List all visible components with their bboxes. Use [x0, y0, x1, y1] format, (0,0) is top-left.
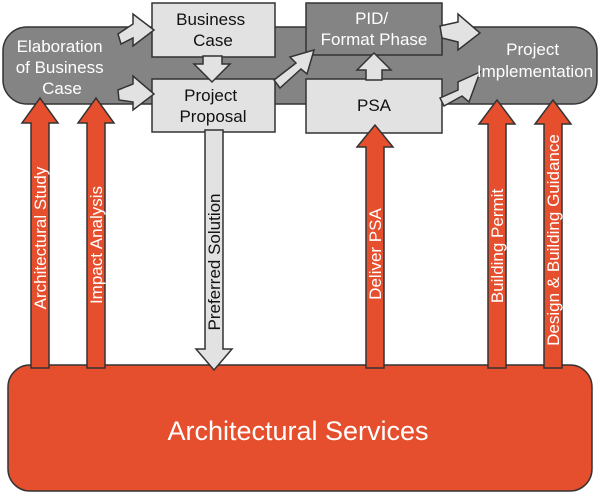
design-building-guidance-arrow — [533, 98, 573, 369]
project-proposal-label: Project Proposal — [179, 86, 246, 126]
flow-arrow-up-psa-to-pid — [355, 51, 393, 81]
business-case-label: Business Case — [176, 10, 250, 50]
architectural-services-label: Architectural Services — [167, 416, 428, 446]
impact-analysis-arrow — [76, 96, 116, 369]
architectural-services-box — [7, 364, 593, 492]
flow-arrow-pid-to-implementation — [439, 12, 482, 52]
business-case-box — [151, 2, 276, 58]
elaboration-label: Elaboration of Business Case — [16, 37, 109, 98]
preferred-solution-arrow — [194, 129, 234, 372]
flow-arrow-psa-to-implementation — [438, 70, 482, 108]
flow-arrow-down-business-to-proposal — [192, 55, 232, 84]
architectural-study-label: Architectural Study — [31, 166, 50, 309]
flow-arrow-to-business-case — [117, 12, 156, 48]
preferred-solution-label: Preferred Solution — [205, 193, 224, 330]
flow-arrow-to-pid-format — [272, 48, 316, 90]
pid-format-phase-box — [305, 2, 443, 56]
architectural-study-arrow — [20, 96, 60, 369]
building-permit-arrow — [477, 98, 517, 369]
project-proposal-box — [151, 78, 276, 133]
deliver-psa-arrow — [355, 123, 395, 369]
pid-format-phase-label: PID/ Format Phase — [321, 9, 428, 49]
project-implementation-label: Project Implementation — [477, 40, 593, 81]
deliver-psa-label: Deliver PSA — [366, 208, 385, 300]
building-permit-label: Building Permit — [488, 189, 507, 304]
flow-arrow-to-project-proposal — [117, 74, 156, 112]
impact-analysis-label: Impact Analysis — [87, 186, 106, 304]
psa-label: PSA — [357, 96, 392, 115]
design-building-guidance-label: Design & Building Guidance — [544, 134, 563, 346]
